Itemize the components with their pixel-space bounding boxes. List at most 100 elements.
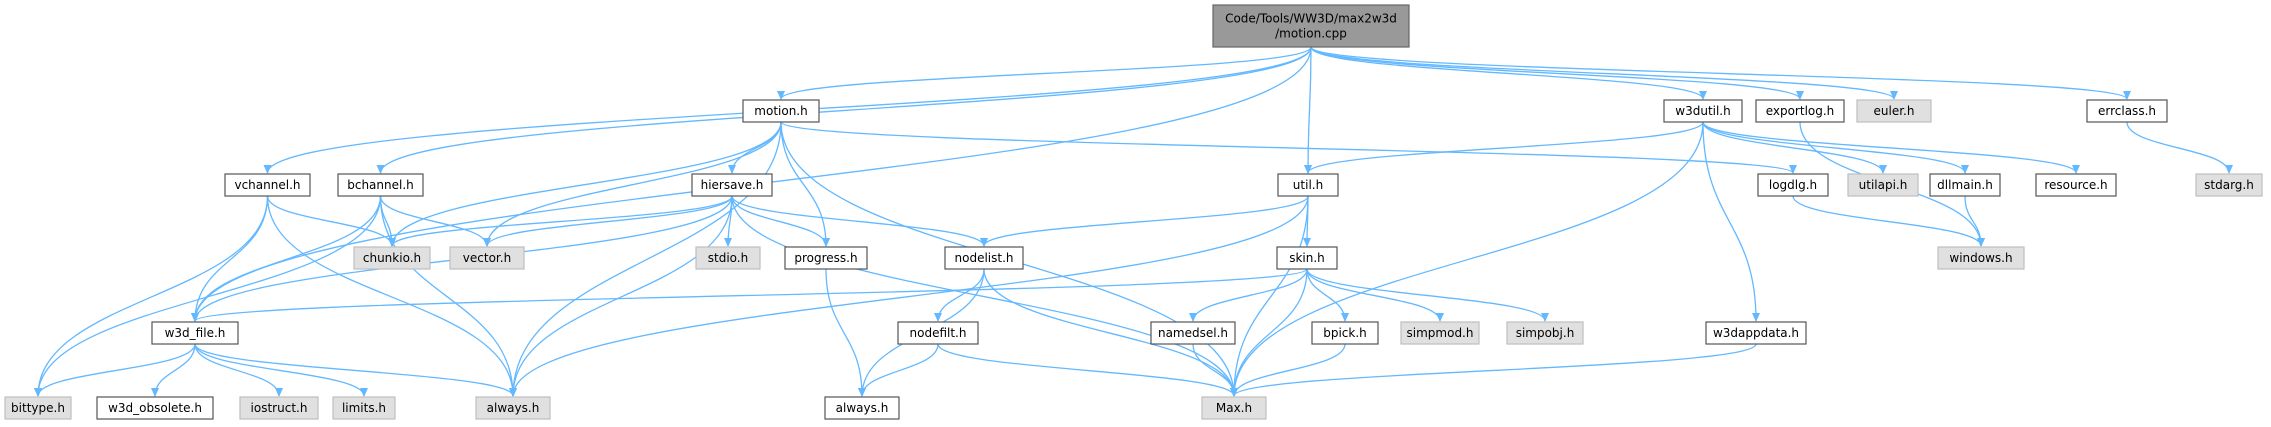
edge-motion-h-to-chunkio-h — [388, 121, 782, 247]
node-label: stdio.h — [708, 251, 748, 265]
node-box — [1150, 321, 1236, 345]
edge-root-to-exportlog-h — [1310, 46, 1804, 100]
node-box — [224, 173, 311, 197]
node-w3d-file-h[interactable]: w3d_file.h — [151, 321, 239, 345]
node-box — [475, 396, 551, 420]
node-skin-h[interactable]: skin.h — [1276, 246, 1338, 270]
edge-util-h-to-always-h-ext — [509, 195, 1309, 397]
node-label: windows.h — [1949, 251, 2012, 265]
node-label: vector.h — [463, 251, 511, 265]
edge-bchannel-h-to-always-h-ext — [379, 195, 517, 397]
edge-nodefilt-h-to-always-h-local — [858, 343, 939, 397]
node-util-h[interactable]: util.h — [1277, 173, 1339, 197]
node-progress-h[interactable]: progress.h — [784, 246, 868, 270]
edge-hiersave-h-to-max-h — [731, 195, 1238, 397]
edge-bpick-h-to-max-h — [1230, 343, 1346, 397]
node-nodelist-h[interactable]: nodelist.h — [944, 246, 1024, 270]
node-box — [2035, 173, 2117, 197]
edge-hiersave-h-to-progress-h — [731, 195, 830, 247]
node-box — [1755, 99, 1845, 123]
node-box — [353, 246, 431, 270]
node-w3dutil-h[interactable]: w3dutil.h — [1663, 99, 1743, 123]
node-motion-h[interactable]: motion.h — [742, 99, 820, 123]
edge-hiersave-h-to-nodelist-h — [731, 195, 988, 247]
edge-vchannel-h-to-w3d-file-h — [191, 195, 269, 322]
edge-root-to-euler-h — [1310, 46, 1898, 100]
node-windows-h-external: windows.h — [1937, 246, 2025, 270]
edge-errclass-h-to-stdarg-h — [2126, 121, 2233, 174]
node-label: always.h — [487, 401, 540, 415]
node-box — [1856, 99, 1932, 123]
node-box — [1663, 99, 1743, 123]
node-label: bchannel.h — [347, 178, 414, 192]
node-resource-h[interactable]: resource.h — [2035, 173, 2117, 197]
edge-motion-h-to-hiersave-h — [728, 121, 782, 174]
node-hiersave-h[interactable]: hiersave.h — [691, 173, 773, 197]
node-box — [1705, 321, 1807, 345]
node-label: Code/Tools/WW3D/max2w3d — [1225, 12, 1397, 26]
node-w3dappdata-h[interactable]: w3dappdata.h — [1705, 321, 1807, 345]
node-box — [1311, 321, 1379, 345]
edge-nodelist-h-to-max-h — [983, 268, 1238, 397]
node-label: hiersave.h — [701, 178, 764, 192]
node-label: bittype.h — [11, 401, 65, 415]
node-always-h[interactable]: always.h — [824, 396, 900, 420]
node-label: bpick.h — [1323, 326, 1367, 340]
node-bpick-h[interactable]: bpick.h — [1311, 321, 1379, 345]
node-limits-h-external: limits.h — [332, 396, 396, 420]
node-box — [824, 396, 900, 420]
node-box — [151, 321, 239, 345]
edge-w3dutil-h-to-w3dappdata-h — [1702, 121, 1760, 322]
node-box — [2086, 99, 2168, 123]
edge-skin-h-to-max-h — [1230, 268, 1308, 397]
node-label: simpmod.h — [1407, 326, 1474, 340]
edge-progress-h-to-always-h-local — [825, 268, 866, 397]
edge-w3dutil-h-to-max-h — [1230, 121, 1704, 397]
node-logdlg-h[interactable]: logdlg.h — [1757, 173, 1829, 197]
node-w3d-obsolete-h[interactable]: w3d_obsolete.h — [96, 396, 214, 420]
edge-vchannel-h-to-bittype-h — [34, 195, 269, 397]
node-vector-h-external: vector.h — [449, 246, 525, 270]
node-bchannel-h[interactable]: bchannel.h — [337, 173, 424, 197]
node-box — [332, 396, 396, 420]
edge-w3d-file-h-to-limits-h — [194, 343, 368, 397]
edge-hiersave-h-to-vector-h — [483, 195, 733, 247]
node-dllmain-h[interactable]: dllmain.h — [1929, 173, 2001, 197]
node-box — [1212, 4, 1410, 48]
node-label: dllmain.h — [1937, 178, 1993, 192]
node-code-tools-ww3d-max2w3d-motion-cpp[interactable]: Code/Tools/WW3D/max2w3d/motion.cpp — [1212, 4, 1410, 48]
node-label: w3dappdata.h — [1713, 326, 1799, 340]
edge-logdlg-h-to-windows-h — [1792, 195, 1985, 247]
node-errclass-h[interactable]: errclass.h — [2086, 99, 2168, 123]
node-box — [337, 173, 424, 197]
dependency-edges — [34, 46, 2233, 397]
edge-root-to-w3dutil-h — [1310, 46, 1707, 100]
edge-util-h-to-nodelist-h — [980, 195, 1309, 247]
edge-bchannel-h-to-w3d-file-h — [191, 195, 382, 322]
node-box — [695, 246, 761, 270]
edge-hiersave-h-to-always-h-ext — [509, 195, 733, 397]
node-nodefilt-h[interactable]: nodefilt.h — [897, 321, 979, 345]
edge-dllmain-h-to-windows-h — [1964, 195, 1985, 247]
node-euler-h-external: euler.h — [1856, 99, 1932, 123]
node-vchannel-h[interactable]: vchannel.h — [224, 173, 311, 197]
edge-w3d-file-h-to-iostruct-h — [194, 343, 283, 397]
edge-motion-h-to-progress-h — [780, 121, 830, 247]
node-exportlog-h[interactable]: exportlog.h — [1755, 99, 1845, 123]
edge-hiersave-h-to-chunkio-h — [388, 195, 733, 247]
node-label: w3dutil.h — [1675, 104, 1730, 118]
node-namedsel-h[interactable]: namedsel.h — [1150, 321, 1236, 345]
edge-skin-h-to-w3d-file-h — [191, 268, 1308, 322]
edge-root-to-util-h — [1304, 46, 1313, 174]
edge-skin-h-to-namedsel-h — [1189, 268, 1308, 322]
node-always-h-external: always.h — [475, 396, 551, 420]
edge-w3dutil-h-to-dllmain-h — [1702, 121, 1969, 174]
node-label: vchannel.h — [234, 178, 300, 192]
edge-motion-h-to-always-h-ext — [509, 121, 782, 397]
node-chunkio-h-external: chunkio.h — [353, 246, 431, 270]
node-label: util.h — [1293, 178, 1323, 192]
node-label: nodefilt.h — [910, 326, 967, 340]
node-box — [784, 246, 868, 270]
edge-vchannel-h-to-always-h-ext — [266, 195, 517, 397]
edge-root-to-bchannel-h — [376, 46, 1312, 174]
